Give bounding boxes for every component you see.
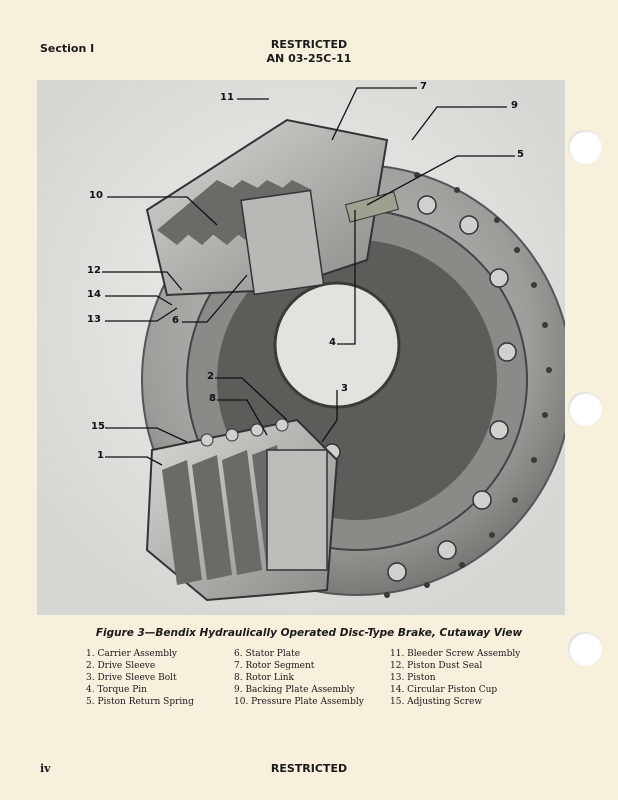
legend-item: 3. Drive Sleeve Bolt [86, 673, 177, 683]
page-number: iv [40, 762, 51, 775]
callout-11: 11 [220, 92, 234, 103]
figure-caption: Figure 3—Bendix Hydraulically Operated D… [95, 627, 523, 639]
callout-5: 5 [517, 149, 524, 160]
callout-15: 15 [91, 421, 105, 432]
legend-item: 6. Stator Plate [234, 649, 301, 659]
legend-item: 2. Drive Sleeve [86, 661, 156, 671]
document-number: AN 03-25C-11 [266, 52, 352, 65]
legend-item: 13. Piston [390, 673, 436, 683]
callout-1: 1 [97, 450, 104, 461]
callout-3: 3 [341, 383, 348, 394]
brake-illustration [37, 80, 565, 615]
callout-14: 14 [87, 289, 101, 300]
legend-item: 4. Torque Pin [86, 685, 147, 695]
legend-column-1: 1. Carrier Assembly 2. Drive Sleeve 3. D… [86, 648, 194, 708]
restricted-header: RESTRICTED [270, 38, 348, 51]
legend-item: 11. Bleeder Screw Assembly [390, 649, 521, 659]
legend-column-3: 11. Bleeder Screw Assembly 12. Piston Du… [390, 648, 520, 708]
legend-item: 7. Rotor Segment [234, 661, 315, 671]
legend-column-2: 6. Stator Plate 7. Rotor Segment 8. Roto… [234, 648, 364, 708]
section-label: Section I [40, 42, 95, 55]
legend-item: 5. Piston Return Spring [86, 697, 194, 707]
binder-hole [568, 392, 602, 426]
legend-item: 1. Carrier Assembly [86, 649, 177, 659]
binder-hole [568, 632, 602, 666]
legend-item: 14. Circular Piston Cup [390, 685, 498, 695]
callout-2: 2 [207, 371, 214, 382]
callout-9: 9 [511, 100, 518, 111]
legend-item: 8. Rotor Link [234, 673, 294, 683]
brake-cutaway-photo: 11 7 9 5 10 12 14 13 6 4 2 3 8 15 1 [37, 80, 565, 615]
restricted-footer: RESTRICTED [270, 762, 348, 775]
callout-8: 8 [209, 393, 216, 404]
callout-4: 4 [329, 337, 336, 348]
legend-item: 15. Adjusting Screw [390, 697, 483, 707]
callout-10: 10 [89, 190, 103, 201]
callout-7: 7 [420, 81, 427, 92]
legend-item: 12. Piston Dust Seal [390, 661, 483, 671]
legend-item: 9. Backing Plate Assembly [234, 685, 355, 695]
callout-13: 13 [87, 314, 101, 325]
callout-12: 12 [87, 265, 101, 276]
callout-6: 6 [172, 315, 179, 326]
binder-hole [568, 130, 602, 164]
legend-item: 10. Pressure Plate Assembly [234, 697, 364, 707]
